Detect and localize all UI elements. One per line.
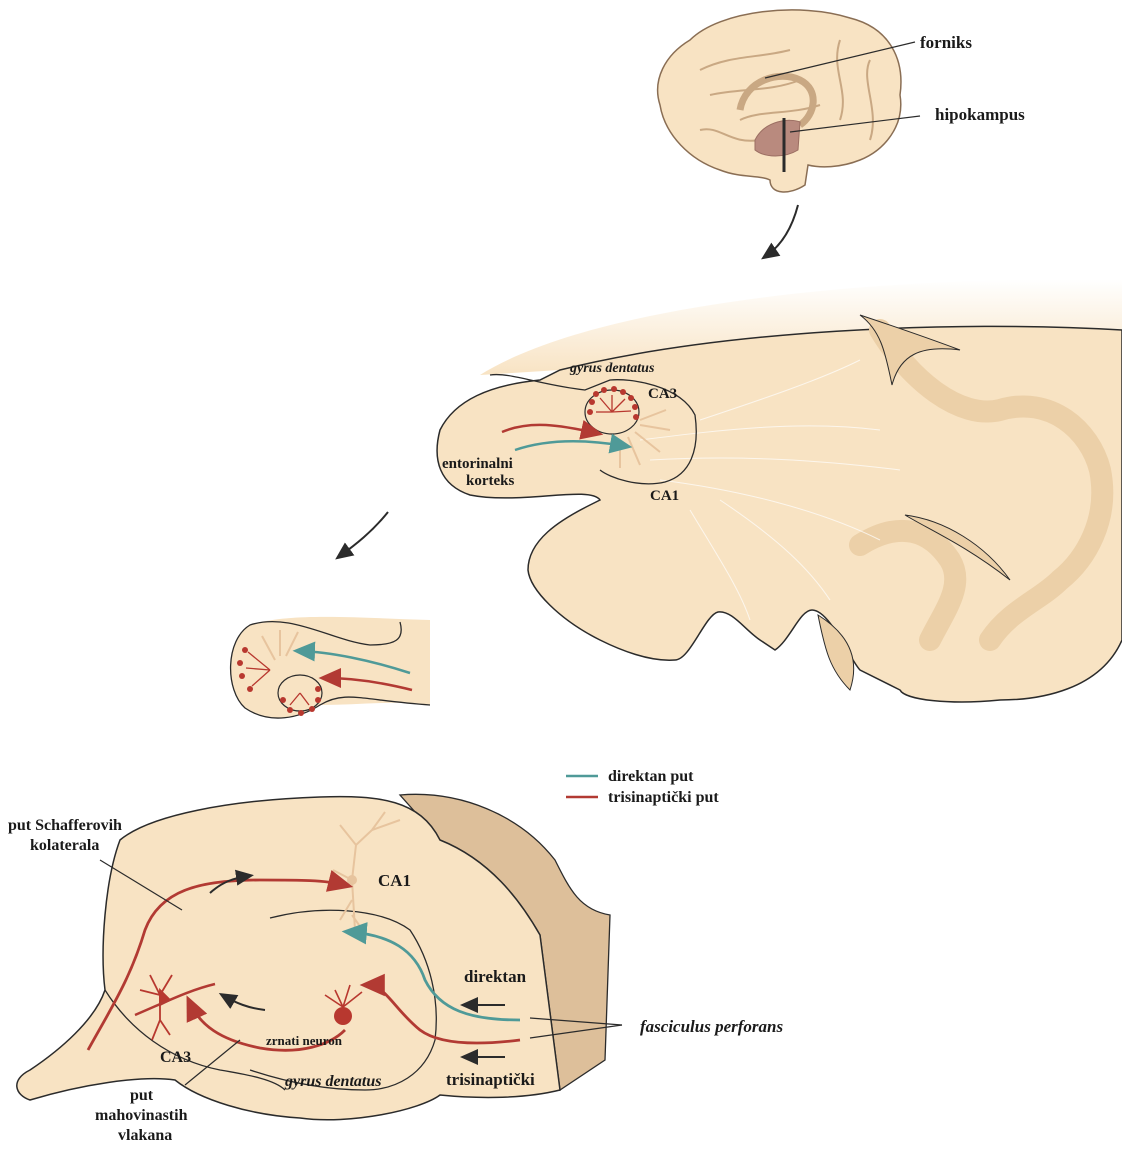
ca1-label-detail: CA1: [378, 871, 411, 890]
schaffer-label-line1: put Schafferovih: [8, 817, 122, 834]
direct-label-detail: direktan: [464, 967, 527, 986]
gyrus-dentatus-label-mid: gyrus dentatus: [569, 361, 655, 376]
transition-arrow-2: [340, 512, 388, 556]
mossy-label-line2: mahovinastih: [95, 1107, 188, 1124]
fornix-label: forniks: [920, 33, 972, 52]
entorhinal-label-line2: korteks: [466, 473, 514, 489]
hippocampus-label: hipokampus: [935, 105, 1025, 124]
ca3-label-detail: CA3: [160, 1049, 191, 1066]
small-section: [231, 617, 430, 718]
ca3-label-mid: CA3: [648, 386, 677, 402]
mossy-label-line1: put: [130, 1087, 154, 1104]
detailed-hippocampus: put Schafferovih kolaterala CA1 CA3 dire…: [8, 794, 783, 1144]
brain-illustration: forniks hipokampus: [658, 10, 1026, 192]
transition-arrow-1: [766, 205, 798, 256]
trisynaptic-label-detail: trisinaptički: [446, 1070, 535, 1089]
legend-direct-label: direktan put: [608, 768, 694, 785]
granule-neuron-label: zrnati neuron: [266, 1033, 343, 1048]
entorhinal-label-line1: entorinalni: [442, 456, 513, 472]
coronal-section: gyrus dentatus CA3 CA1 entorinalni korte…: [437, 279, 1122, 702]
ca1-label-mid: CA1: [650, 488, 679, 504]
brain-outline: [658, 10, 901, 192]
fasciculus-label: fasciculus perforans: [640, 1017, 783, 1036]
schaffer-label-line2: kolaterala: [30, 837, 99, 854]
mossy-label-line3: vlakana: [118, 1127, 172, 1144]
gyrus-dentatus-label-detail: gyrus dentatus: [284, 1073, 381, 1090]
legend-trisynaptic-label: trisinaptički put: [608, 789, 719, 806]
legend: direktan put trisinaptički put: [566, 768, 719, 806]
